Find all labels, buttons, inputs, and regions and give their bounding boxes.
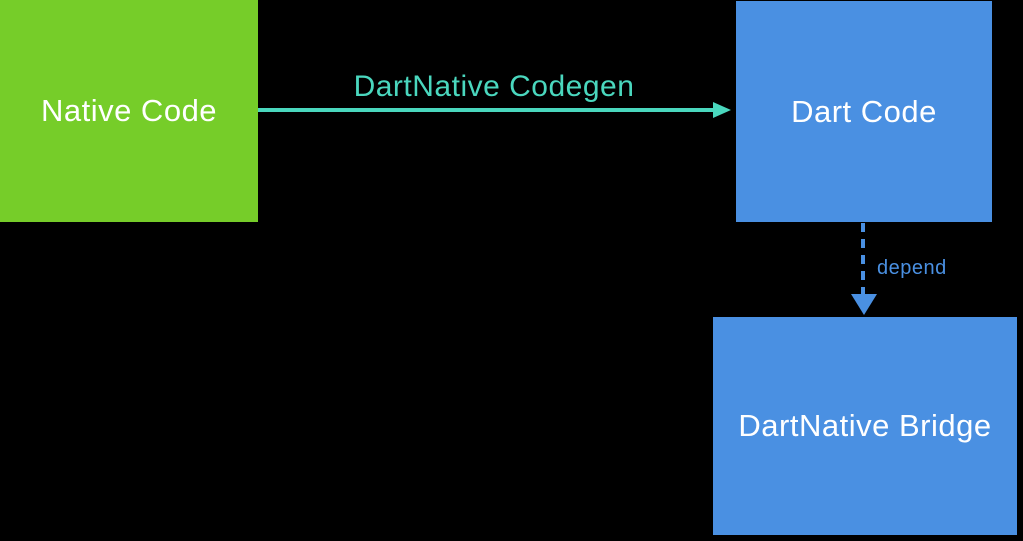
codegen-arrow-line: [258, 108, 714, 112]
node-dartnative-bridge-label: DartNative Bridge: [738, 408, 992, 443]
node-native-code-label: Native Code: [40, 93, 218, 128]
node-dart-code: Dart Code: [736, 1, 992, 222]
depend-arrow-dashed-line: [861, 223, 865, 295]
arrowhead-right-icon: [713, 102, 731, 118]
node-dartnative-bridge: DartNative Bridge: [713, 317, 1017, 535]
codegen-arrow-label: DartNative Codegen: [353, 70, 635, 103]
node-dart-code-label: Dart Code: [791, 93, 937, 129]
node-native-code: Native Code: [0, 0, 258, 222]
depend-arrow-label: depend: [877, 257, 947, 279]
arrowhead-down-icon: [851, 294, 877, 315]
